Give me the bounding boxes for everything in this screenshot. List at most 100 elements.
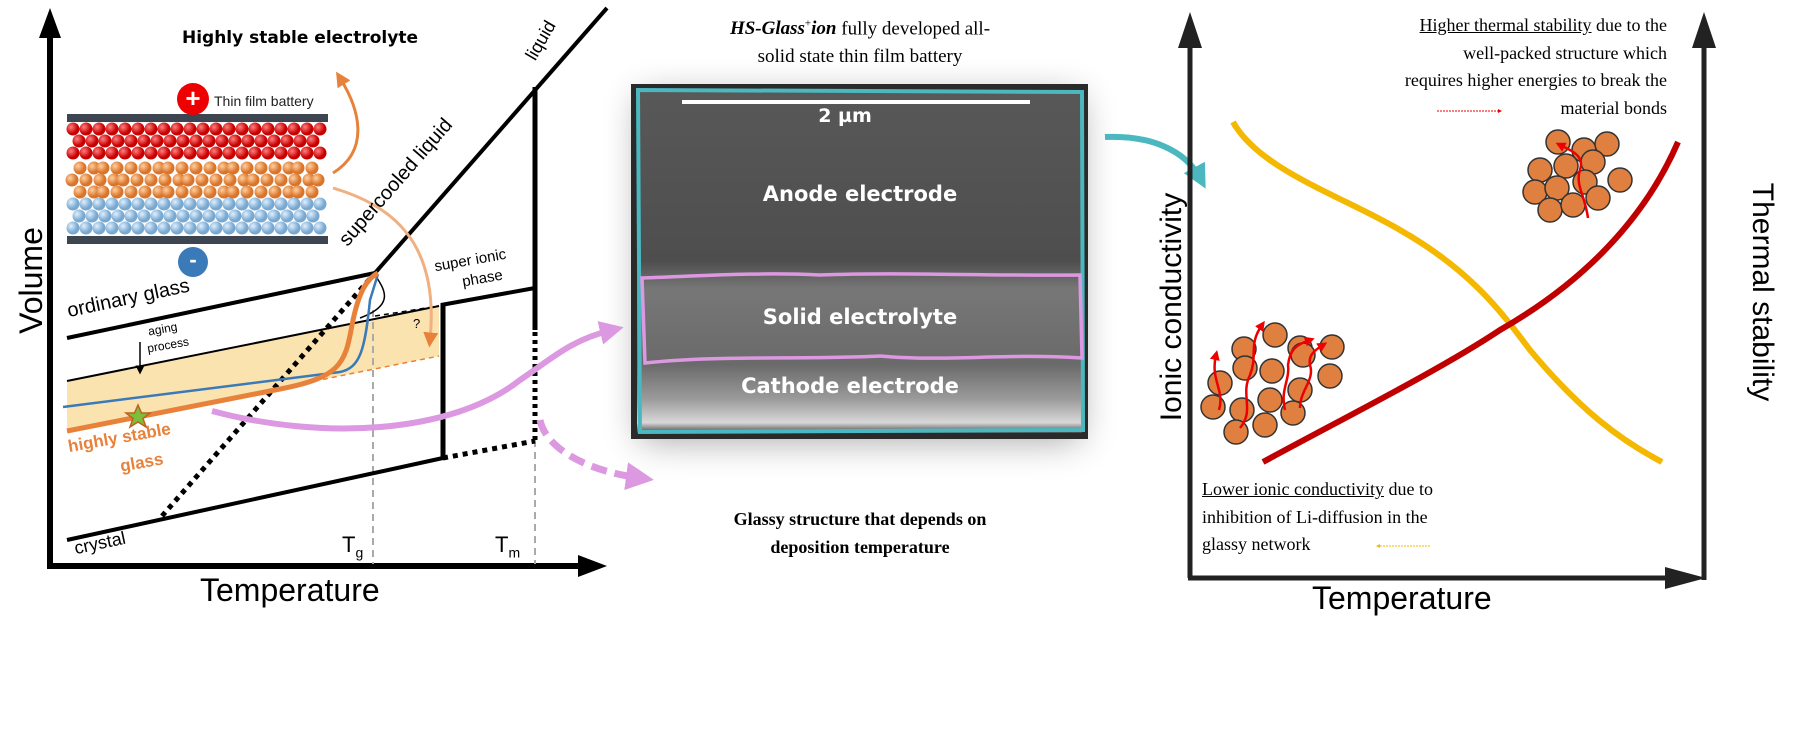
particle (196, 122, 210, 136)
volume-axis-label: Volume (12, 227, 49, 334)
diffusion-arrow-icon (1239, 320, 1265, 429)
anode-outline (635, 87, 1086, 435)
liquid-line (373, 6, 609, 275)
particle (287, 122, 301, 136)
particle (96, 185, 110, 199)
top-note-2: well-packed structure which (1463, 42, 1667, 63)
bottom-note-underlined: Lower ionic conductivity (1202, 479, 1384, 499)
particle (170, 122, 184, 136)
particle (73, 161, 87, 175)
particle (150, 209, 164, 223)
particle (274, 146, 288, 160)
particle (118, 146, 132, 160)
particle (157, 221, 171, 235)
particle (79, 146, 93, 160)
particle (305, 161, 319, 175)
particle (72, 134, 86, 148)
minus-symbol: - (189, 247, 197, 272)
particle (293, 134, 307, 148)
particle (92, 122, 106, 136)
packed-particle (1560, 192, 1586, 218)
particle (152, 185, 166, 199)
particle (131, 122, 145, 136)
tm-label: Tm (495, 532, 520, 560)
particle (92, 146, 106, 160)
particle (235, 197, 249, 211)
particle (118, 221, 132, 235)
particle (248, 146, 262, 160)
particle (170, 197, 184, 211)
battery-label: Thin film battery (214, 93, 314, 109)
plus-symbol: + (185, 83, 201, 113)
particle (66, 146, 80, 160)
particle (248, 122, 262, 136)
right-y-axis-arrow-icon (1692, 12, 1716, 48)
particle (267, 209, 281, 223)
electrolyte-outline (640, 272, 1084, 365)
layer-electrolyte: Solid electrolyte (762, 305, 958, 329)
particle (202, 134, 216, 148)
particle (183, 221, 197, 235)
super-ionic-line (440, 286, 536, 307)
particle (144, 173, 158, 187)
left-title: Highly stable electrolyte (181, 28, 419, 48)
y-axis-arrow-icon (39, 8, 61, 38)
particle (176, 134, 190, 148)
title-sup: + (804, 18, 812, 30)
particle (175, 185, 189, 199)
teal-arrow (1104, 133, 1206, 189)
particle (248, 197, 262, 211)
temperature-axis-label-left: Temperature (200, 572, 380, 608)
particle (267, 134, 281, 148)
particle (176, 209, 190, 223)
packed-particle (1607, 167, 1633, 193)
tm-subscript: m (508, 544, 521, 561)
loose-particle (1262, 322, 1288, 348)
bottom-note: Lower ionic conductivity due to inhibiti… (1202, 476, 1562, 559)
particle (111, 134, 125, 148)
particle (215, 134, 229, 148)
particle (300, 146, 314, 160)
particle (170, 221, 184, 235)
particle (107, 173, 121, 187)
particle (313, 197, 327, 211)
particle (157, 146, 171, 160)
particle (209, 122, 223, 136)
particle (235, 146, 249, 160)
loose-particle (1257, 387, 1283, 413)
particle (118, 197, 132, 211)
particle (226, 185, 240, 199)
particle (105, 197, 119, 211)
particle (144, 146, 158, 160)
particle (261, 122, 275, 136)
particle (92, 197, 106, 211)
diffusion-arrow-icon (1209, 350, 1222, 411)
particle (183, 122, 197, 136)
particle (137, 209, 151, 223)
particle (209, 221, 223, 235)
ionic-conductivity-axis-label: Ionic conductivity (1155, 192, 1188, 422)
particle (87, 185, 101, 199)
particle (157, 122, 171, 136)
particle (237, 173, 251, 187)
particle (203, 161, 217, 175)
particle (313, 221, 327, 235)
pink-dashed-arrow (536, 419, 654, 491)
layer-cathode: Cathode electrode (741, 374, 959, 398)
particle (118, 122, 132, 136)
thermal-stability-curve (1261, 140, 1681, 465)
particle (306, 134, 320, 148)
particle (163, 134, 177, 148)
particle (65, 173, 79, 187)
particle (288, 173, 302, 187)
packed-particle (1545, 129, 1571, 155)
particle (217, 161, 231, 175)
particle (161, 161, 175, 175)
particle (79, 173, 93, 187)
particle (98, 209, 112, 223)
top-note-1: due to the (1591, 15, 1667, 35)
particle (87, 161, 101, 175)
packed-structure-icon (1522, 129, 1633, 223)
particle (138, 185, 152, 199)
particle (226, 161, 240, 175)
